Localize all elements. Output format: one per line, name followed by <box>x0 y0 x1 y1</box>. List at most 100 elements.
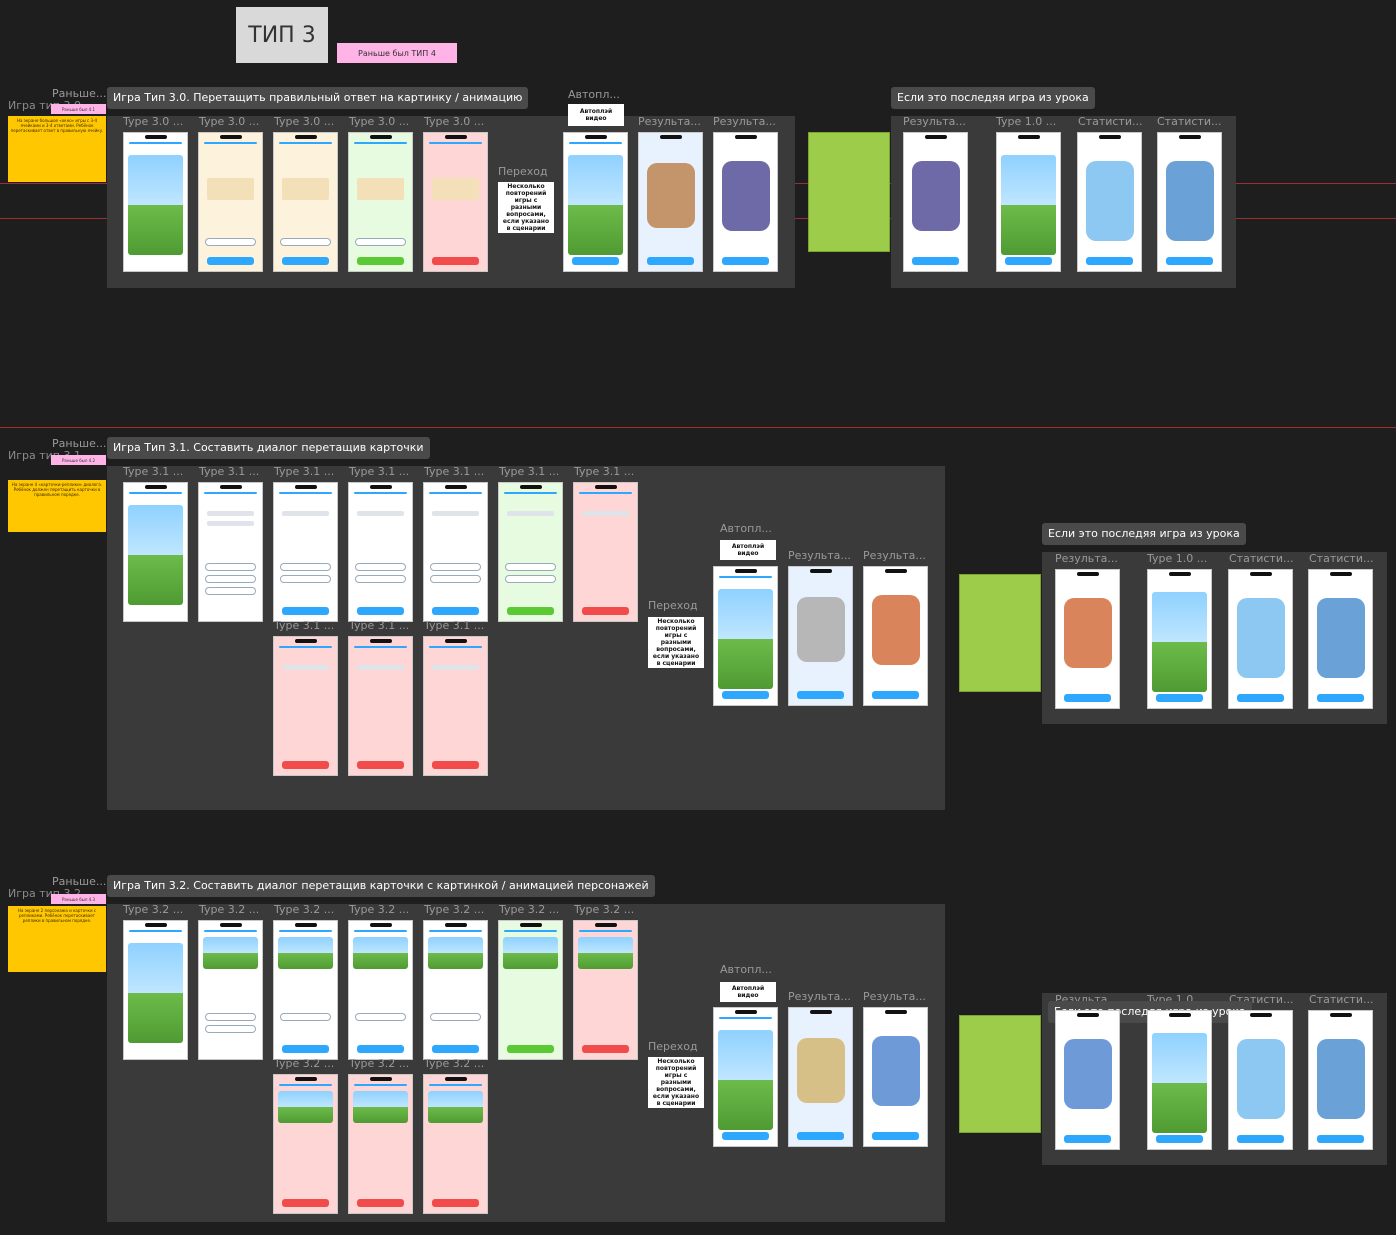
map-screen[interactable] <box>959 1015 1041 1133</box>
frame-label: Статисти... <box>1309 993 1374 1006</box>
phone-screen[interactable] <box>863 566 928 706</box>
phone-screen[interactable] <box>423 1074 488 1214</box>
phone-screen[interactable] <box>498 482 563 622</box>
phone-screen[interactable] <box>1077 132 1142 272</box>
frame-label: Type 3.1 ... <box>123 465 184 478</box>
phone-screen[interactable] <box>903 132 968 272</box>
frame-label: Type 3.1 ... <box>274 619 335 632</box>
prev-label: Раньше... <box>52 875 107 888</box>
phone-screen[interactable] <box>198 132 263 272</box>
frame-label: Статисти... <box>1309 552 1374 565</box>
prev-label: Раньше... <box>52 87 107 100</box>
frame-label: Результа... <box>638 115 701 128</box>
page-title: ТИП 3 <box>236 7 328 63</box>
frame-label: Результа... <box>863 549 926 562</box>
frame-label: Type 3.2 ... <box>424 1057 485 1070</box>
frame-label: Type 3.0 ... <box>199 115 260 128</box>
phone-screen[interactable] <box>123 132 188 272</box>
frame-label: Type 3.1 ... <box>349 619 410 632</box>
section-tag[interactable]: Игра Тип 3.1. Составить диалог перетащив… <box>107 437 430 459</box>
frame-label: Type 3.0 ... <box>274 115 335 128</box>
frame-label: Результа... <box>713 115 776 128</box>
frame-label: Type 3.2 ... <box>499 903 560 916</box>
phone-screen[interactable] <box>1308 1010 1373 1150</box>
autoplay-label: Автопл... <box>720 963 772 976</box>
frame-label: Статисти... <box>1078 115 1143 128</box>
section-tag[interactable]: Если это последяя игра из урока <box>891 87 1095 109</box>
phone-screen[interactable] <box>1228 1010 1293 1150</box>
phone-screen[interactable] <box>1055 569 1120 709</box>
guide-line <box>0 427 1396 428</box>
frame-label: Type 3.1 ... <box>199 465 260 478</box>
phone-screen[interactable] <box>788 1007 853 1147</box>
autoplay-label: Автопл... <box>568 88 620 101</box>
autoplay-note: Автоплэй видео <box>568 104 624 126</box>
frame-label: Статисти... <box>1157 115 1222 128</box>
phone-screen[interactable] <box>198 482 263 622</box>
phone-screen[interactable] <box>348 920 413 1060</box>
phone-screen[interactable] <box>573 482 638 622</box>
header-note: Раньше был ТИП 4 <box>337 43 457 63</box>
frame-label: Type 3.1 ... <box>499 465 560 478</box>
frame-label: Type 3.1 ... <box>424 465 485 478</box>
frame-label: Type 1.0 ... <box>996 115 1057 128</box>
phone-screen[interactable] <box>273 132 338 272</box>
phone-screen[interactable] <box>123 482 188 622</box>
phone-screen[interactable] <box>423 920 488 1060</box>
frame-label: Type 3.2 ... <box>349 1057 410 1070</box>
phone-screen[interactable] <box>638 132 703 272</box>
phone-screen[interactable] <box>996 132 1061 272</box>
phone-screen[interactable] <box>498 920 563 1060</box>
frame-label: Type 3.2 ... <box>123 903 184 916</box>
phone-screen[interactable] <box>123 920 188 1060</box>
transition-note: Несколько повторений игры с разными вопр… <box>498 182 554 233</box>
phone-screen[interactable] <box>563 132 628 272</box>
frame-label: Type 3.0 ... <box>123 115 184 128</box>
phone-screen[interactable] <box>1147 569 1212 709</box>
phone-screen[interactable] <box>348 636 413 776</box>
phone-screen[interactable] <box>348 132 413 272</box>
autoplay-label: Автопл... <box>720 522 772 535</box>
phone-screen[interactable] <box>1157 132 1222 272</box>
frame-label: Type 3.2 ... <box>199 903 260 916</box>
phone-screen[interactable] <box>713 1007 778 1147</box>
phone-screen[interactable] <box>1055 1010 1120 1150</box>
map-screen[interactable] <box>959 574 1041 692</box>
phone-screen[interactable] <box>713 566 778 706</box>
phone-screen[interactable] <box>273 482 338 622</box>
phone-screen[interactable] <box>273 1074 338 1214</box>
frame-label: Type 3.2 ... <box>349 903 410 916</box>
phone-screen[interactable] <box>863 1007 928 1147</box>
frame-label: Type 3.2 ... <box>274 1057 335 1070</box>
phone-screen[interactable] <box>573 920 638 1060</box>
frame-label: Результа... <box>903 115 966 128</box>
frame-label: Статисти... <box>1229 552 1294 565</box>
phone-screen[interactable] <box>348 482 413 622</box>
map-screen[interactable] <box>808 132 890 252</box>
phone-screen[interactable] <box>423 636 488 776</box>
prev-note: Раньше был 4.1 <box>51 104 106 114</box>
phone-screen[interactable] <box>788 566 853 706</box>
phone-screen[interactable] <box>273 920 338 1060</box>
frame-label: Результа... <box>1055 552 1118 565</box>
phone-screen[interactable] <box>1228 569 1293 709</box>
phone-screen[interactable] <box>348 1074 413 1214</box>
phone-screen[interactable] <box>198 920 263 1060</box>
frame-label: Результа... <box>788 990 851 1003</box>
section-tag[interactable]: Игра Тип 3.0. Перетащить правильный отве… <box>107 87 529 109</box>
frame-label: Type 3.1 ... <box>274 465 335 478</box>
phone-screen[interactable] <box>713 132 778 272</box>
phone-screen[interactable] <box>1147 1010 1212 1150</box>
phone-screen[interactable] <box>423 132 488 272</box>
prev-label: Раньше... <box>52 437 107 450</box>
phone-screen[interactable] <box>1308 569 1373 709</box>
frame-label: Type 3.1 ... <box>424 619 485 632</box>
frame-label: Type 3.2 ... <box>424 903 485 916</box>
prev-note: Раньше был 4.3 <box>51 894 106 904</box>
section-tag[interactable]: Игра Тип 3.2. Составить диалог перетащив… <box>107 875 655 897</box>
section-tag[interactable]: Если это последяя игра из урока <box>1042 523 1246 545</box>
frame-label: Type 3.1 ... <box>574 465 635 478</box>
phone-screen[interactable] <box>423 482 488 622</box>
sticky-note: На экране 4 «карточки-реплики» диалога. … <box>8 480 106 532</box>
phone-screen[interactable] <box>273 636 338 776</box>
